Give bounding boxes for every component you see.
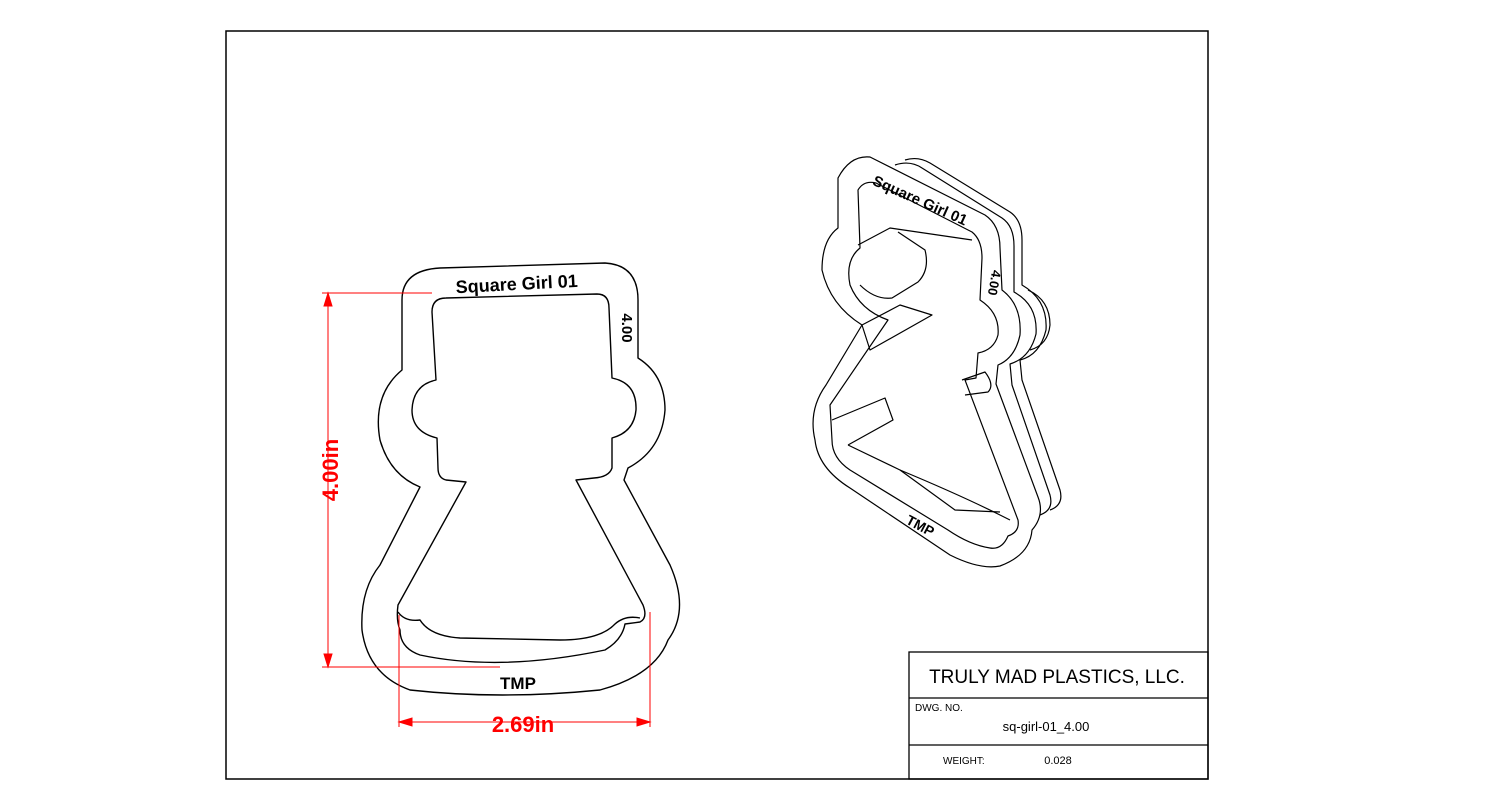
company-name: TRULY MAD PLASTICS, LLC. xyxy=(929,667,1185,688)
iso-back-layer-1 xyxy=(904,157,1062,511)
title-block-frame xyxy=(908,651,1209,780)
front-top-label: Square Girl 01 xyxy=(455,271,578,297)
front-bottom-label: TMP xyxy=(500,674,536,693)
iso-front-inner-outline xyxy=(829,181,1019,549)
iso-back-layer-2 xyxy=(894,162,1052,516)
front-side-label: 4.00 xyxy=(618,313,635,342)
width-dimension-label: 2.69in xyxy=(492,712,554,737)
iso-inner-wall-bottom xyxy=(847,444,1011,521)
iso-inner-wall-middle xyxy=(861,304,933,351)
iso-back-layer-3 xyxy=(1027,289,1051,351)
title-block xyxy=(908,651,1209,780)
height-dimension xyxy=(322,291,500,669)
height-dimension-label: 4.00in xyxy=(318,439,343,501)
iso-side-label: 4.00 xyxy=(985,269,1004,297)
iso-front-outer-outline xyxy=(812,156,1042,568)
front-inner-bottom-detail xyxy=(397,611,641,641)
height-arrow-bottom xyxy=(323,653,333,669)
dwg-no-label: DWG. NO. xyxy=(915,703,963,714)
sheet-border xyxy=(225,30,1209,780)
front-outer-outline xyxy=(361,262,681,696)
weight-label: WEIGHT: xyxy=(943,756,985,767)
front-view xyxy=(361,262,681,696)
iso-inner-wall-notch xyxy=(961,371,992,396)
width-arrow-right xyxy=(636,717,652,727)
iso-inner-wall-lower xyxy=(831,397,894,446)
iso-inner-wall-base xyxy=(899,469,1001,513)
width-dimension xyxy=(397,612,652,727)
iso-top-label: Square Girl 01 xyxy=(870,172,970,229)
iso-view xyxy=(812,156,1062,568)
front-inner-outline xyxy=(396,293,646,664)
iso-inner-wall-upper xyxy=(859,231,928,299)
height-arrow-top xyxy=(323,291,333,307)
weight-value: 0.028 xyxy=(1044,755,1072,767)
iso-inner-wall-top xyxy=(857,227,973,246)
dwg-no-value: sq-girl-01_4.00 xyxy=(1003,719,1090,734)
width-arrow-left xyxy=(397,717,413,727)
